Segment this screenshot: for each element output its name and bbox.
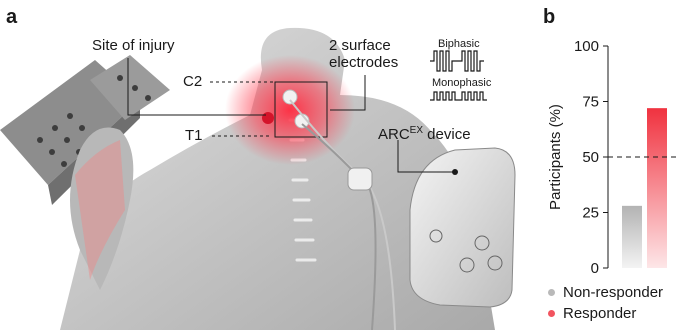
y-axis-label: Participants (%) <box>547 104 564 210</box>
t1-label: T1 <box>185 127 203 144</box>
legend-label: Responder <box>563 305 636 322</box>
legend-label: Non-responder <box>563 284 663 301</box>
monophasic-waveform <box>430 92 487 100</box>
c2-label: C2 <box>183 73 202 90</box>
bar-non-responder <box>622 206 642 268</box>
injury-site-marker <box>262 112 274 124</box>
legend-item-non-responder: Non-responder <box>548 284 663 302</box>
y-tick-label: 50 <box>582 149 599 166</box>
y-tick-label: 25 <box>582 205 599 222</box>
bar-responder <box>647 108 667 268</box>
bars <box>622 108 667 268</box>
biphasic-label: Biphasic <box>438 38 480 50</box>
site-of-injury-label: Site of injury <box>92 37 175 54</box>
monophasic-label: Monophasic <box>432 77 491 89</box>
y-tick-label: 0 <box>591 260 599 277</box>
biphasic-waveform <box>430 51 484 71</box>
y-tick-label: 100 <box>574 38 599 55</box>
electrodes-label-line1: 2 surface <box>329 37 391 54</box>
non-responder-dot <box>548 289 555 296</box>
legend-item-responder: Responder <box>548 305 636 323</box>
electrode-1 <box>283 90 297 104</box>
connector <box>348 168 372 190</box>
y-tick-label: 75 <box>582 94 599 111</box>
device-label: ARCEX device <box>378 122 471 143</box>
y-axis: 0 25 50 75 100 <box>574 38 608 277</box>
electrodes-label-line2: electrodes <box>329 54 398 71</box>
responder-dot <box>548 310 555 317</box>
participants-bar-chart: 0 25 50 75 100 Participants (%) <box>530 0 686 280</box>
